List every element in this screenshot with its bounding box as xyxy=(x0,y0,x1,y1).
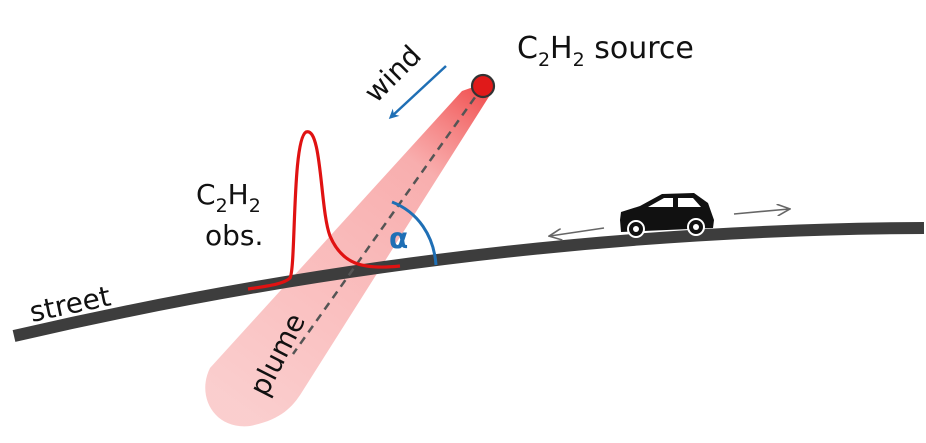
street-line xyxy=(12,222,925,342)
plume-axis-line xyxy=(291,85,485,355)
wind-label: wind xyxy=(358,39,428,109)
observation-label-line1: C2H2 xyxy=(196,178,261,217)
plume-cone xyxy=(205,85,490,427)
motion-arrow-right xyxy=(733,209,789,214)
observation-label-line2: obs. xyxy=(205,219,263,252)
motion-arrow-left xyxy=(550,227,605,236)
source-label: C2H2 source xyxy=(517,31,694,71)
wind-arrow xyxy=(388,65,447,120)
angle-arc xyxy=(391,200,438,266)
observation-peak-curve xyxy=(247,130,401,291)
car-icon xyxy=(620,193,714,238)
source-point xyxy=(470,73,496,99)
angle-label: α xyxy=(389,222,408,255)
